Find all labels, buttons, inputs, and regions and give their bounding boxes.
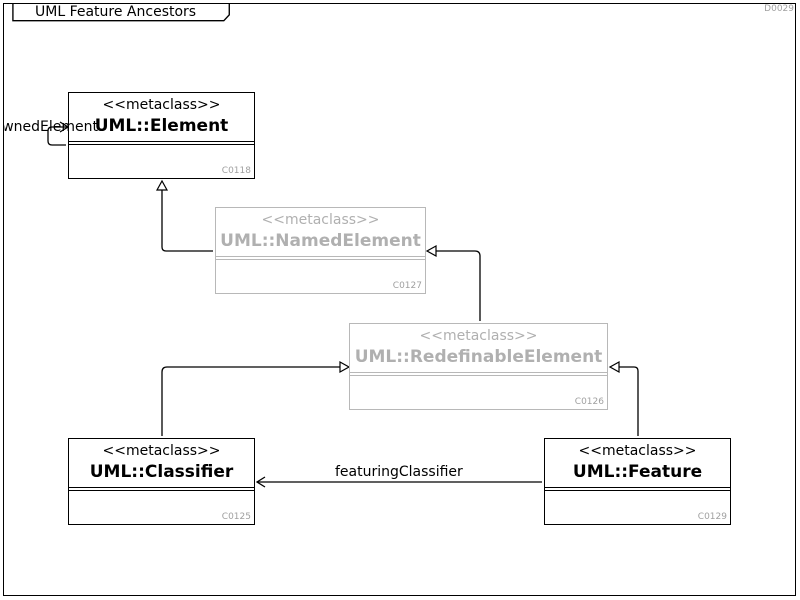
class-classifier[interactable]: <<metaclass>> UML::Classifier C0125 bbox=[68, 438, 255, 525]
class-id: C0126 bbox=[574, 397, 604, 407]
class-id: C0118 bbox=[221, 166, 251, 176]
generalization-arrowhead-redefinable-left bbox=[339, 360, 351, 374]
featuring-classifier-label: featuringClassifier bbox=[335, 464, 463, 480]
operation-separator bbox=[216, 259, 425, 260]
attribute-separator bbox=[350, 372, 607, 373]
owned-element-self-link bbox=[47, 126, 68, 146]
diagram-title: UML Feature Ancestors bbox=[35, 4, 197, 20]
class-id: C0129 bbox=[697, 512, 727, 522]
class-name: UML::Element bbox=[94, 116, 229, 136]
generalization-redefinable-to-named bbox=[436, 250, 481, 321]
class-name: UML::Feature bbox=[572, 462, 703, 482]
frame-tab-shape bbox=[12, 3, 230, 22]
class-element[interactable]: <<metaclass>> UML::Element C0118 bbox=[68, 92, 255, 179]
stereotype-label: <<metaclass>> bbox=[102, 97, 221, 113]
class-name: UML::RedefinableElement bbox=[354, 347, 603, 367]
diagram-id: D0029 bbox=[764, 4, 794, 14]
operation-separator bbox=[350, 375, 607, 376]
generalization-arrowhead-named bbox=[425, 244, 437, 258]
generalization-feature-to-redefinable bbox=[619, 366, 639, 436]
operation-separator bbox=[69, 144, 254, 145]
class-named-element[interactable]: <<metaclass>> UML::NamedElement C0127 bbox=[215, 207, 426, 294]
stereotype-label: <<metaclass>> bbox=[102, 443, 221, 459]
generalization-classifier-to-redefinable bbox=[161, 366, 340, 436]
operation-separator bbox=[69, 490, 254, 491]
class-id: C0125 bbox=[221, 512, 251, 522]
generalization-namedelement-to-element bbox=[161, 190, 213, 252]
stereotype-label: <<metaclass>> bbox=[261, 212, 380, 228]
stereotype-label: <<metaclass>> bbox=[578, 443, 697, 459]
attribute-separator bbox=[69, 487, 254, 488]
operation-separator bbox=[545, 490, 730, 491]
generalization-arrowhead-redefinable-right bbox=[608, 360, 620, 374]
attribute-separator bbox=[216, 256, 425, 257]
diagram-frame bbox=[3, 3, 796, 596]
generalization-arrowhead-element bbox=[155, 179, 169, 191]
class-feature[interactable]: <<metaclass>> UML::Feature C0129 bbox=[544, 438, 731, 525]
class-id: C0127 bbox=[392, 281, 422, 291]
class-name: UML::Classifier bbox=[89, 462, 234, 482]
featuring-classifier-arrowhead bbox=[255, 476, 266, 488]
stereotype-label: <<metaclass>> bbox=[419, 328, 538, 344]
attribute-separator bbox=[69, 141, 254, 142]
class-redefinable-element[interactable]: <<metaclass>> UML::RedefinableElement C0… bbox=[349, 323, 608, 410]
owned-element-label: ownedElement bbox=[0, 119, 98, 135]
class-name: UML::NamedElement bbox=[220, 231, 421, 251]
attribute-separator bbox=[545, 487, 730, 488]
